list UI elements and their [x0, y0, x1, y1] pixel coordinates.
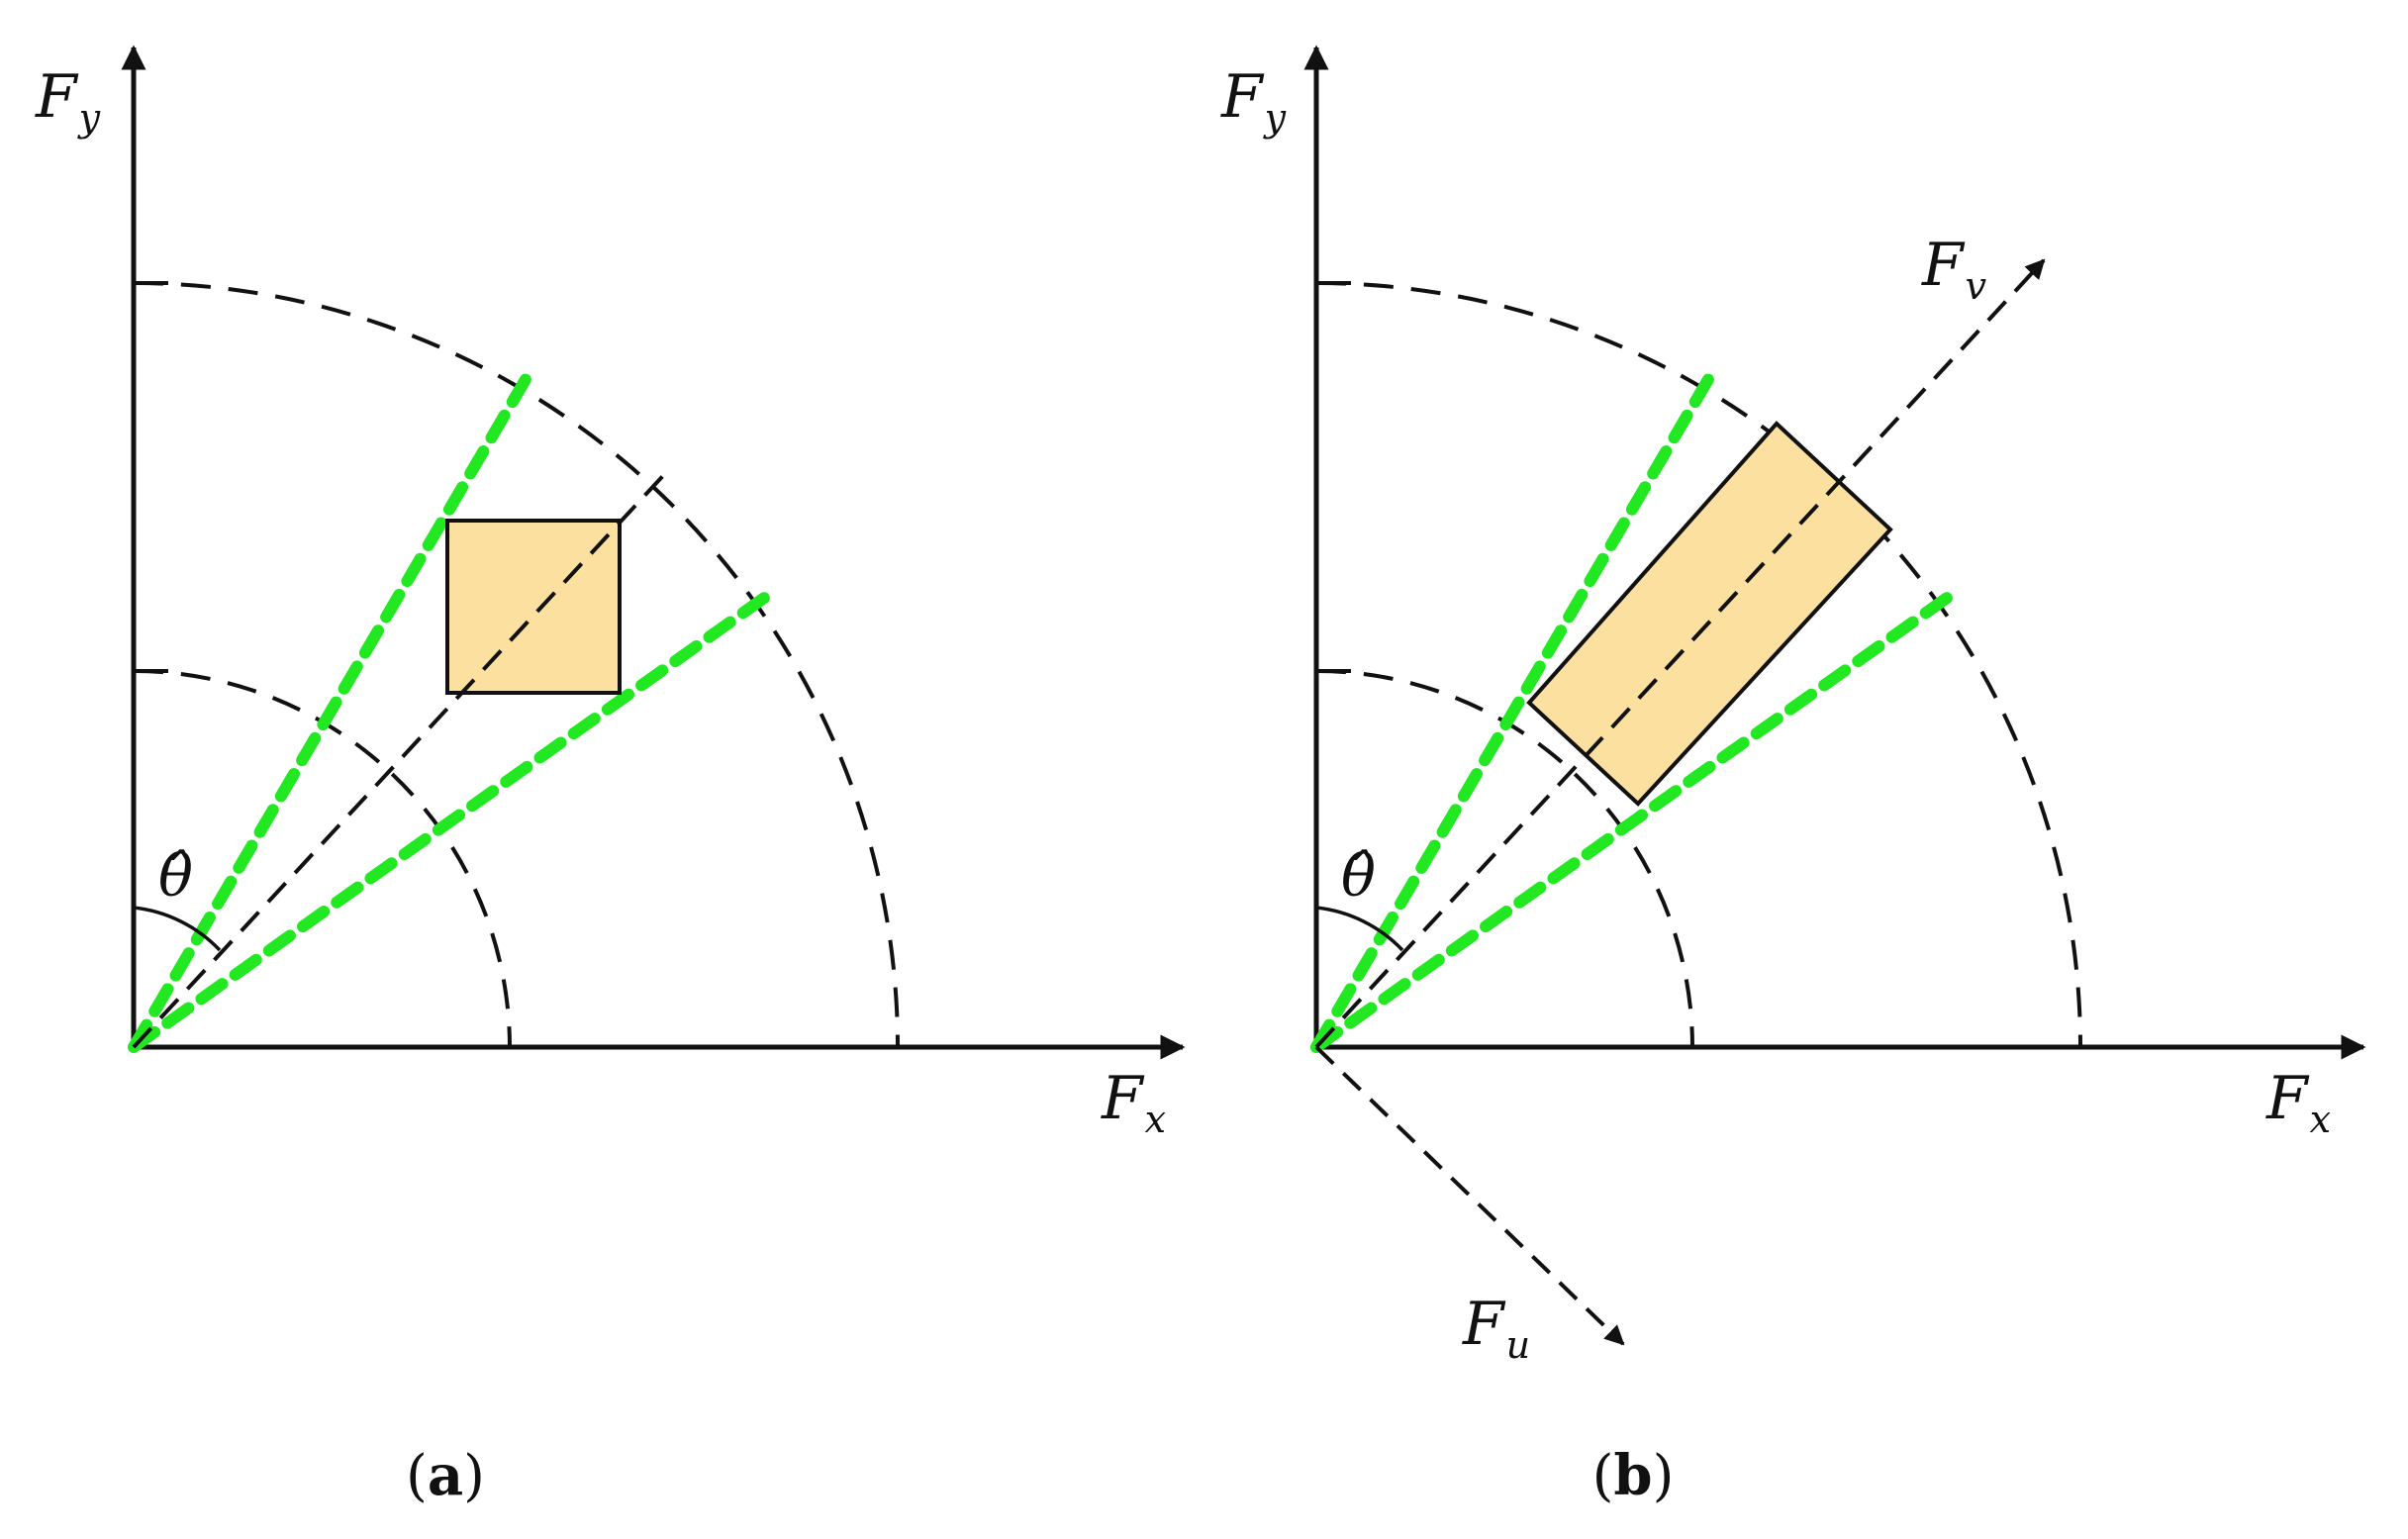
panel-b-v-axis-sub: v: [1966, 264, 1987, 308]
panel-b-caption-letter: b: [1613, 1443, 1652, 1508]
panel-a-caption-close: ): [463, 1444, 485, 1508]
panel-b-y-axis-label: Fy: [1220, 62, 1287, 140]
panel-b-beam-left-edge: [1310, 370, 1716, 1053]
panel-b-x-axis-sub: x: [2310, 1098, 2331, 1141]
panel-a-caption-open: (: [406, 1444, 428, 1508]
panel-a-caption: (a): [406, 1443, 485, 1508]
panel-b-y-axis-main: F: [1220, 62, 1265, 132]
panel-a-x-axis-label: Fx: [1101, 1064, 1166, 1141]
panel-a-beam-right-edge: [128, 590, 773, 1053]
panel-b-angle-arc: [1315, 906, 1404, 952]
panel-b-caption-open: (: [1592, 1444, 1614, 1508]
panel-a-outer-range-arc: [133, 281, 900, 1048]
panel-b-u-axis-label: Fu: [1462, 1290, 1530, 1367]
panel-a-inner-range-arc: [133, 669, 512, 1048]
panel-a-theta-label: θ̂: [158, 842, 193, 910]
panel-a-x-axis-main: F: [1101, 1064, 1145, 1133]
panel-b-x-axis-label: Fx: [2265, 1064, 2331, 1141]
panel-b-x-axis-main: F: [2265, 1064, 2310, 1133]
panel-b-v-axis-main: F: [1921, 231, 1966, 300]
panel-b-u-axis: [1314, 1045, 1625, 1346]
panel-b: θ̂ Fy Fx Fv Fu (b): [1220, 45, 2366, 1508]
panel-b-outer-range-arc: [1315, 281, 2082, 1048]
panel-b-v-axis: [1314, 258, 2046, 1049]
panel-a-angle-arc: [133, 906, 222, 952]
panel-b-inner-range-arc: [1315, 669, 1694, 1048]
panel-a-resolution-cell-square: [445, 519, 622, 695]
panel-b-resolution-cell-rotated: [1526, 421, 1893, 807]
panel-a-y-axis-sub: y: [77, 96, 101, 140]
panel-a-y-axis-main: F: [35, 62, 79, 132]
panel-b-u-axis-sub: u: [1506, 1323, 1530, 1367]
panel-a-x-axis-sub: x: [1145, 1098, 1166, 1141]
panel-a-y-axis-label: Fy: [35, 62, 101, 140]
panel-a: θ̂ Fy Fx (a): [35, 45, 1186, 1508]
panel-a-beam-left-edge: [128, 370, 533, 1053]
panel-b-y-axis-sub: y: [1263, 96, 1287, 140]
panel-a-caption-letter: a: [428, 1443, 463, 1508]
panel-b-caption: (b): [1592, 1443, 1675, 1508]
panel-b-caption-close: ): [1653, 1444, 1675, 1508]
panel-b-v-axis-label: Fv: [1921, 231, 1987, 308]
panel-b-theta-label: θ̂: [1341, 842, 1376, 910]
panel-b-u-axis-main: F: [1462, 1290, 1506, 1359]
panel-a-boresight-line: [132, 465, 673, 1049]
panel-b-beam-right-edge: [1310, 590, 1956, 1053]
